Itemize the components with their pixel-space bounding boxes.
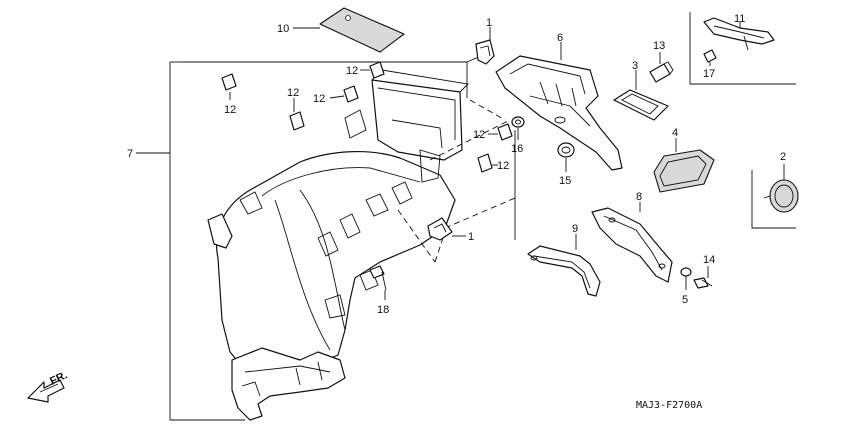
callout-12-c: 12 [313, 93, 325, 105]
clip-part-1-lower [427, 217, 466, 241]
diagram-code: MAJ3-F2700A [636, 400, 702, 411]
callout-10: 10 [277, 23, 289, 35]
collar-part-16 [511, 116, 525, 140]
callout-11: 11 [734, 13, 745, 25]
callout-4: 4 [672, 127, 678, 139]
stay-part-9 [527, 234, 601, 297]
callout-18: 18 [377, 304, 389, 316]
pad-part-10 [293, 7, 405, 53]
callout-12-f: 12 [497, 160, 509, 172]
bolt-part-18 [369, 265, 387, 300]
callout-9: 9 [572, 223, 578, 235]
clip-part-1-upper [475, 27, 495, 65]
front-direction-label: FR. [48, 369, 69, 387]
round-reflector-part-2 [751, 164, 799, 229]
callout-2: 2 [780, 151, 786, 163]
callout-17: 17 [703, 68, 715, 80]
light-lens-part-3 [613, 70, 669, 121]
callout-12-d: 12 [346, 65, 358, 77]
callout-15: 15 [559, 175, 571, 187]
callout-12-b: 12 [287, 87, 299, 99]
stay-part-8 [591, 202, 673, 283]
callout-12-e: 12 [473, 129, 485, 141]
bolt-part-14 [693, 266, 713, 289]
callout-5: 5 [682, 294, 688, 306]
callout-16: 16 [511, 143, 523, 155]
callout-6: 6 [557, 32, 563, 44]
callout-13: 13 [653, 40, 665, 52]
nut-part-5 [680, 267, 692, 290]
callout-3: 3 [632, 60, 638, 72]
front-direction-arrow [27, 379, 65, 403]
callout-7: 7 [127, 148, 133, 160]
callout-12-a: 12 [224, 104, 236, 116]
clip-nut-parts-12 [221, 61, 513, 173]
license-bracket-part-6 [495, 42, 623, 171]
callout-1-upper: 1 [486, 17, 492, 29]
callout-14: 14 [703, 254, 715, 266]
callout-1-lower: 1 [468, 231, 474, 243]
cushion-part-15 [557, 142, 575, 172]
rear-fender-part [207, 69, 469, 421]
nut-part-17 [703, 49, 717, 66]
socket-part-13 [649, 52, 674, 83]
hook-part-11 [689, 12, 796, 85]
reflector-part-4 [653, 138, 715, 193]
callout-8: 8 [636, 191, 642, 203]
